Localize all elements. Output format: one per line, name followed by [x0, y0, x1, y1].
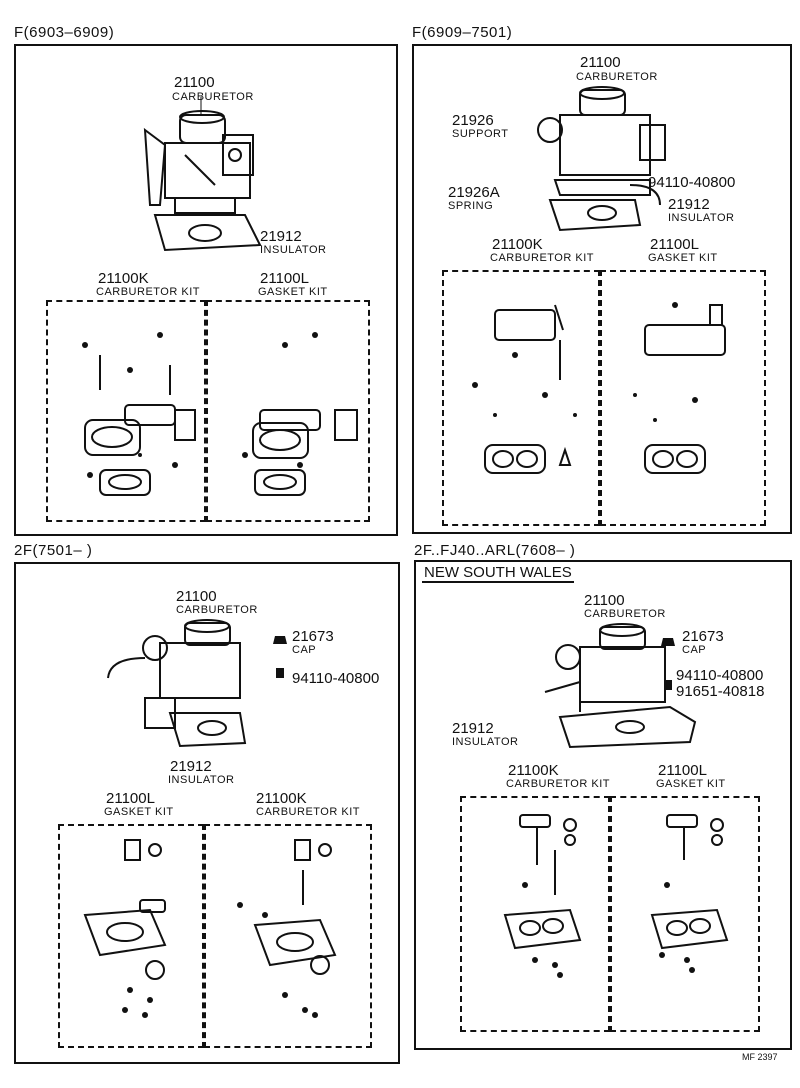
part-number: 94110-40800	[676, 667, 764, 684]
carburetor-kit-box	[460, 796, 610, 1032]
carburetor-kit-box	[204, 824, 372, 1048]
carburetor-kit-parts-illustration	[237, 835, 365, 1018]
kit-number: 21100K	[98, 270, 149, 287]
carburetor-illustration	[125, 105, 275, 260]
carburetor-kit-box	[46, 300, 206, 522]
kit-number: 21100L	[106, 790, 155, 807]
section-4-header: 2F..FJ40..ARL(7608– )	[414, 542, 576, 559]
section-4-panel	[414, 560, 792, 1050]
kit-number: 21100L	[260, 270, 309, 287]
part-name: INSULATOR	[260, 244, 327, 256]
kit-name: GASKET KIT	[258, 286, 328, 298]
kit-name: CARBURETOR KIT	[256, 806, 360, 818]
part-name: INSULATOR	[452, 736, 519, 748]
kit-name: CARBURETOR KIT	[506, 778, 610, 790]
kit-name: GASKET KIT	[104, 806, 174, 818]
section-1-panel	[14, 44, 398, 536]
part-number: 21100	[176, 588, 217, 605]
part-name: SUPPORT	[452, 128, 509, 140]
section-2-panel	[412, 44, 792, 534]
cap-icon	[661, 638, 675, 690]
part-number: 21100	[174, 74, 215, 91]
figure-code: MF 2397	[742, 1052, 778, 1062]
carburetor-kit-parts-illustration	[475, 810, 600, 978]
kit-name: GASKET KIT	[656, 778, 726, 790]
part-number: 21912	[668, 196, 710, 213]
gasket-kit-box	[600, 270, 766, 526]
kit-name: CARBURETOR KIT	[490, 252, 594, 264]
gasket-kit-box	[610, 796, 760, 1032]
part-number: 21673	[682, 628, 724, 645]
kit-number: 21100L	[650, 236, 699, 253]
kit-number: 21100K	[492, 236, 543, 253]
gasket-kit-parts-illustration	[633, 302, 755, 515]
part-name: INSULATOR	[668, 212, 735, 224]
part-number: 21912	[452, 720, 494, 737]
part-name: CARBURETOR	[176, 604, 258, 616]
part-name: SPRING	[448, 200, 494, 212]
kit-number: 21100K	[256, 790, 307, 807]
kit-name: CARBURETOR KIT	[96, 286, 200, 298]
carburetor-kit-box	[442, 270, 600, 526]
part-number: 21100	[580, 54, 621, 71]
part-number: 94110-40800	[292, 670, 380, 687]
carburetor-illustration	[540, 622, 700, 752]
part-number: 21912	[170, 758, 212, 775]
part-number: 21926A	[448, 184, 500, 201]
kit-name: GASKET KIT	[648, 252, 718, 264]
kit-number: 21100K	[508, 762, 559, 779]
part-number: 21926	[452, 112, 494, 129]
part-number: 21912	[260, 228, 302, 245]
section-3-header: 2F(7501– )	[14, 542, 93, 559]
carburetor-illustration	[100, 618, 270, 753]
part-number: 94110-40800	[648, 174, 736, 191]
section-1-header: F(6903–6909)	[14, 24, 115, 41]
gasket-kit-parts-illustration	[622, 810, 747, 973]
carburetor-illustration	[520, 85, 670, 235]
gasket-kit-parts-illustration	[242, 332, 365, 515]
carburetor-kit-parts-illustration	[472, 285, 577, 515]
section-3-panel	[14, 562, 400, 1064]
part-name: CARBURETOR	[584, 608, 666, 620]
cap-icon	[273, 636, 287, 678]
part-name: INSULATOR	[168, 774, 235, 786]
part-number: 21100	[584, 592, 625, 609]
part-name: CARBURETOR	[172, 91, 254, 103]
kit-number: 21100L	[658, 762, 707, 779]
part-name: CAP	[682, 644, 707, 656]
carburetor-kit-parts-illustration	[82, 332, 200, 515]
part-name: CARBURETOR	[576, 71, 658, 83]
section-2-header: F(6909–7501)	[412, 24, 513, 41]
part-name: CAP	[292, 644, 317, 656]
gasket-kit-box	[58, 824, 204, 1048]
gasket-kit-parts-illustration	[70, 835, 195, 1018]
part-number: 21673	[292, 628, 334, 645]
region-label: NEW SOUTH WALES	[422, 564, 574, 583]
part-number: 91651-40818	[676, 683, 765, 700]
gasket-kit-box	[206, 300, 370, 522]
